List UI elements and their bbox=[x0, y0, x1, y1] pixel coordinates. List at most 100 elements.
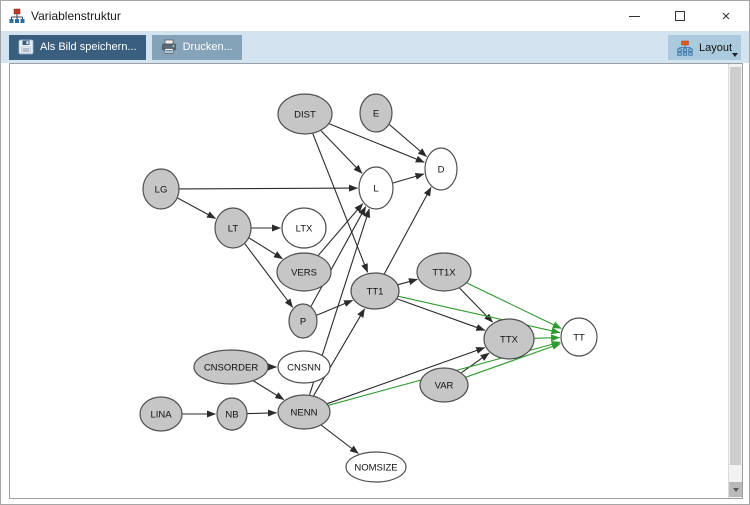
graph-node-d[interactable]: D bbox=[424, 147, 458, 191]
graph-node-nomsize[interactable]: NOMSIZE bbox=[345, 451, 407, 483]
node-label-nenn: NENN bbox=[291, 407, 318, 418]
node-ellipse-lg[interactable] bbox=[142, 168, 180, 210]
edge-nenn-to-nomsize bbox=[320, 424, 359, 454]
edge-p-to-tt1 bbox=[316, 299, 354, 316]
printer-icon bbox=[161, 39, 176, 54]
node-ellipse-var[interactable] bbox=[419, 367, 469, 403]
node-label-var: VAR bbox=[435, 380, 454, 391]
vertical-scrollbar[interactable] bbox=[728, 64, 742, 498]
print-button[interactable]: Drucken... bbox=[151, 34, 242, 60]
edge-tt1x-to-ttx bbox=[459, 287, 493, 323]
graph-node-tt[interactable]: TT bbox=[560, 317, 598, 357]
node-ellipse-dist[interactable] bbox=[277, 93, 333, 135]
node-ellipse-ttx[interactable] bbox=[483, 318, 535, 360]
graph-node-p[interactable]: P bbox=[288, 303, 318, 339]
node-ellipse-l[interactable] bbox=[358, 166, 394, 210]
node-ellipse-cnsorder[interactable] bbox=[193, 349, 269, 385]
graph-node-var[interactable]: VAR bbox=[419, 367, 469, 403]
save-as-image-label: Als Bild speichern... bbox=[40, 41, 137, 53]
graph-node-tt1[interactable]: TT1 bbox=[350, 272, 400, 310]
graph-node-lg[interactable]: LG bbox=[142, 168, 180, 210]
window-controls: × bbox=[611, 1, 749, 31]
node-label-l: L bbox=[373, 183, 378, 194]
node-label-lg: LG bbox=[155, 184, 168, 195]
graph-node-ltx[interactable]: LTX bbox=[281, 207, 327, 249]
save-as-image-button[interactable]: Als Bild speichern... bbox=[9, 34, 146, 60]
edge-l-to-d bbox=[392, 173, 425, 184]
graph-node-nb[interactable]: NB bbox=[216, 397, 248, 431]
graph-canvas[interactable]: DIST E D LG L LT LTX VERS TT1 TT1X P TTX TT CNSORDER C… bbox=[9, 63, 743, 499]
node-ellipse-tt1[interactable] bbox=[350, 272, 400, 310]
edge-tt1-to-tt1x bbox=[397, 278, 418, 286]
edge-dist-to-l bbox=[320, 130, 363, 174]
edge-lg-to-l bbox=[179, 184, 358, 192]
node-label-lt: LT bbox=[228, 223, 239, 234]
node-label-tt1x: TT1X bbox=[432, 267, 456, 278]
node-ellipse-nb[interactable] bbox=[216, 397, 248, 431]
node-ellipse-d[interactable] bbox=[424, 147, 458, 191]
maximize-button[interactable] bbox=[657, 1, 703, 31]
graph-node-dist[interactable]: DIST bbox=[277, 93, 333, 135]
floppy-disk-icon bbox=[18, 39, 34, 55]
node-ellipse-nenn[interactable] bbox=[277, 394, 331, 430]
node-label-ltx: LTX bbox=[296, 223, 313, 234]
graph-node-ttx[interactable]: TTX bbox=[483, 318, 535, 360]
node-ellipse-lt[interactable] bbox=[214, 207, 252, 249]
node-label-tt1: TT1 bbox=[367, 286, 384, 297]
graph-node-cnsnn[interactable]: CNSNN bbox=[277, 350, 331, 384]
graph-node-l[interactable]: L bbox=[358, 166, 394, 210]
graph-node-vers[interactable]: VERS bbox=[276, 252, 332, 292]
node-label-cnsorder: CNSORDER bbox=[204, 362, 259, 373]
node-label-tt: TT bbox=[573, 332, 585, 343]
layout-label: Layout bbox=[698, 41, 732, 54]
graph-node-nenn[interactable]: NENN bbox=[277, 394, 331, 430]
scroll-down-button[interactable] bbox=[729, 482, 742, 497]
graph-node-lt[interactable]: LT bbox=[214, 207, 252, 249]
node-ellipse-e[interactable] bbox=[359, 93, 393, 133]
toolbar: Als Bild speichern... Drucken... bbox=[1, 31, 749, 63]
edge-lg-to-lt bbox=[177, 197, 216, 219]
edge-cnsorder-to-nenn bbox=[253, 380, 285, 401]
edge-e-to-d bbox=[388, 124, 427, 157]
node-ellipse-nomsize[interactable] bbox=[345, 451, 407, 483]
window-title: Variablenstruktur bbox=[31, 9, 121, 23]
graph-node-tt1x[interactable]: TT1X bbox=[416, 252, 472, 292]
edge-nb-to-nenn bbox=[247, 409, 277, 417]
node-label-dist: DIST bbox=[294, 109, 316, 120]
minimize-icon bbox=[628, 15, 640, 17]
edge-ttx-to-tt bbox=[534, 334, 560, 342]
node-label-p: P bbox=[300, 316, 306, 327]
node-ellipse-cnsnn[interactable] bbox=[277, 350, 331, 384]
node-label-cnsnn: CNSNN bbox=[287, 362, 321, 373]
edge-tt1-to-ttx bbox=[396, 298, 486, 331]
node-label-nomsize: NOMSIZE bbox=[354, 462, 397, 473]
node-label-d: D bbox=[438, 164, 445, 175]
node-label-ttx: TTX bbox=[500, 334, 519, 345]
app-org-chart-icon bbox=[9, 8, 25, 23]
close-button[interactable]: × bbox=[703, 1, 749, 31]
node-ellipse-tt1x[interactable] bbox=[416, 252, 472, 292]
layout-dropdown-caret-icon bbox=[732, 53, 738, 57]
node-ellipse-lina[interactable] bbox=[139, 396, 183, 432]
print-label: Drucken... bbox=[182, 41, 233, 53]
edge-tt1-to-tt bbox=[398, 295, 561, 335]
layout-button[interactable]: Layout bbox=[667, 35, 741, 60]
node-layer: DIST E D LG L LT LTX VERS TT1 TT1X P TTX TT CNSORDER C… bbox=[139, 93, 598, 483]
node-ellipse-ltx[interactable] bbox=[281, 207, 327, 249]
minimize-button[interactable] bbox=[611, 1, 657, 31]
node-ellipse-p[interactable] bbox=[288, 303, 318, 339]
node-ellipse-tt[interactable] bbox=[560, 317, 598, 357]
graph-node-e[interactable]: E bbox=[359, 93, 393, 133]
graph-node-lina[interactable]: LINA bbox=[139, 396, 183, 432]
close-icon: × bbox=[721, 7, 731, 25]
scrollbar-thumb[interactable] bbox=[730, 67, 741, 465]
edge-lt-to-vers bbox=[248, 237, 283, 260]
maximize-icon bbox=[675, 11, 685, 21]
node-ellipse-vers[interactable] bbox=[276, 252, 332, 292]
graph-node-cnsorder[interactable]: CNSORDER bbox=[193, 349, 269, 385]
layout-icon bbox=[677, 40, 693, 56]
node-label-nb: NB bbox=[225, 409, 238, 420]
node-label-vers: VERS bbox=[291, 267, 317, 278]
